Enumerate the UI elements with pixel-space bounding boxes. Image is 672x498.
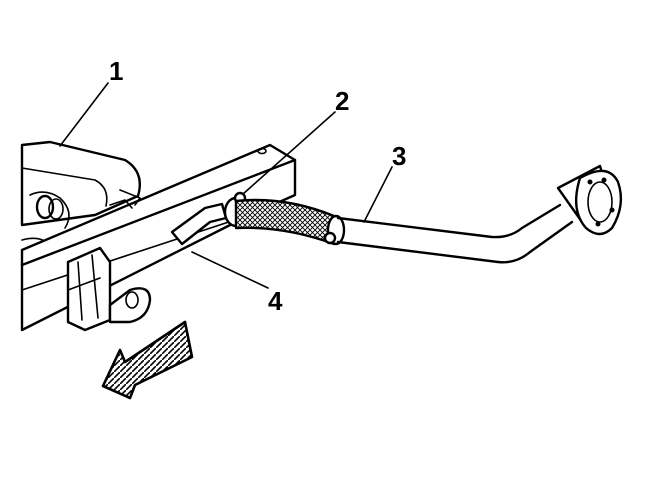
hose-clamp-lower — [323, 214, 346, 246]
leader-lines — [59, 82, 393, 289]
callout-4: 4 — [268, 286, 283, 316]
callout-3: 3 — [392, 141, 406, 171]
fuel-filler-housing — [556, 164, 623, 236]
fuel-filler-pipe — [336, 203, 574, 264]
forward-arrow-icon — [101, 320, 194, 400]
callout-1: 1 — [109, 56, 123, 86]
mount-bracket — [66, 246, 152, 332]
callout-2: 2 — [335, 86, 349, 116]
fuel-filler-hose — [234, 198, 336, 246]
